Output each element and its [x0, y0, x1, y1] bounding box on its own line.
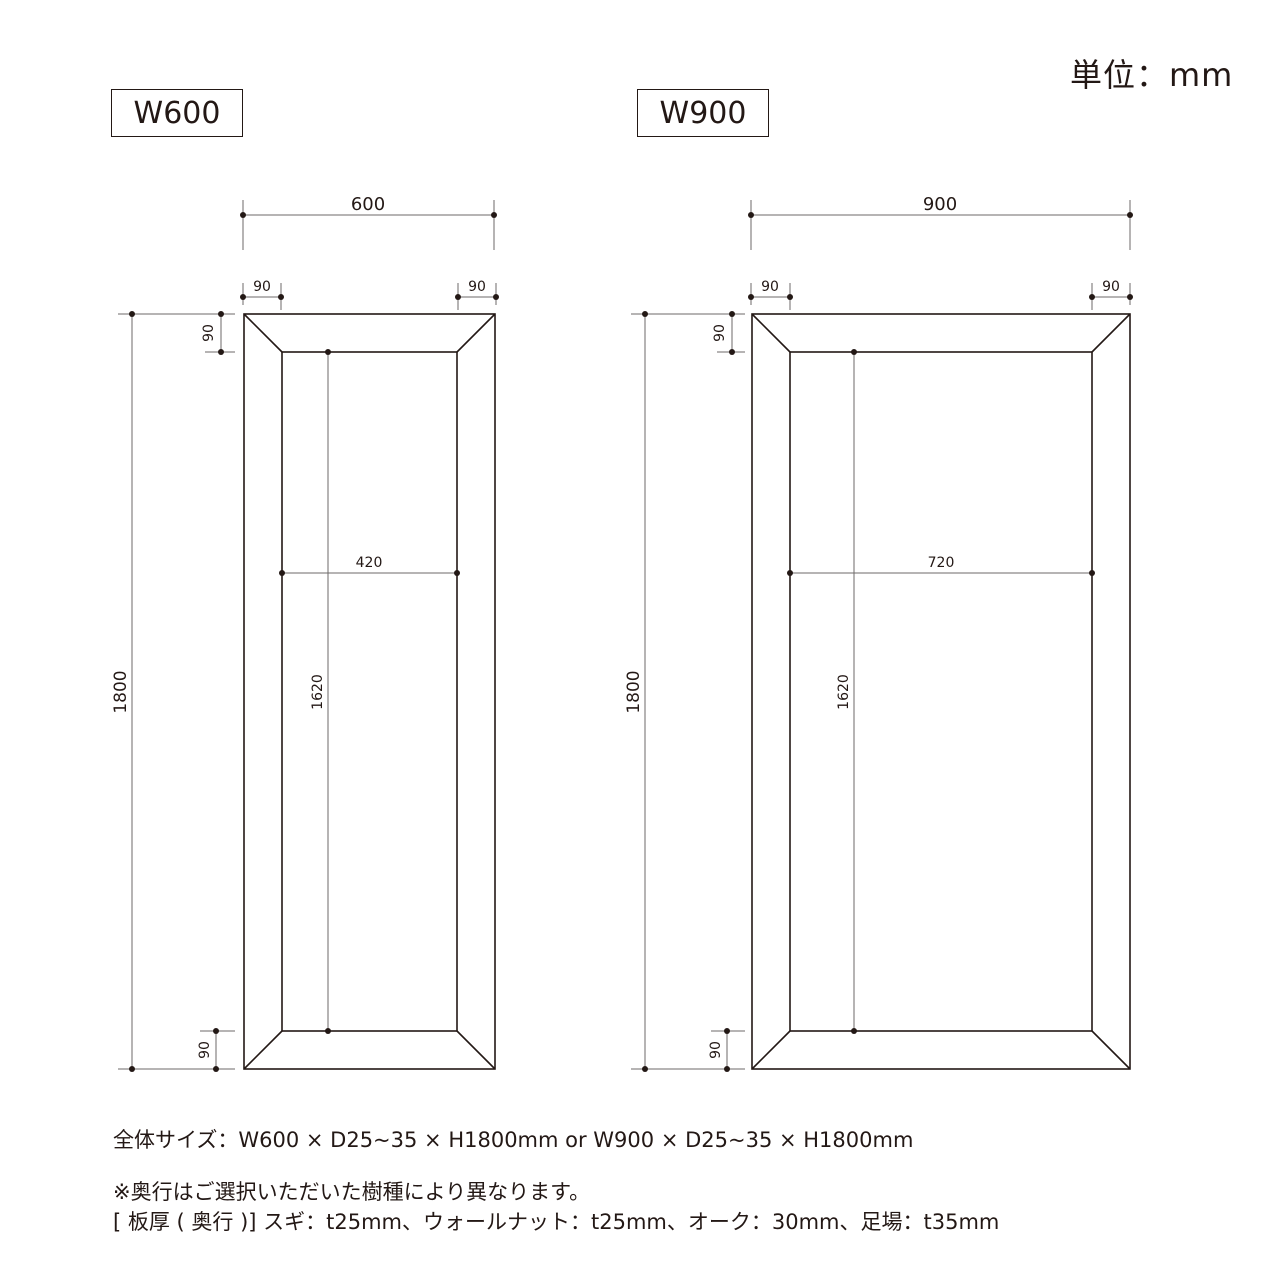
overall-size-note: 全体サイズ：W600 × D25~35 × H1800mm or W900 × … — [113, 1128, 914, 1152]
dim-inner-height-w600: 1620 — [310, 349, 331, 1034]
dim-border-bottom-w600: 90 — [197, 1028, 235, 1072]
dim-label: 1620 — [836, 674, 852, 710]
dim-label: 1800 — [111, 670, 131, 713]
frame-inner-w600 — [281, 351, 458, 1032]
dim-inner-width-w600: 420 — [279, 555, 460, 576]
dim-border-top-w900: 90 — [712, 311, 745, 355]
dim-inner-width-w900: 720 — [787, 555, 1095, 576]
dim-label: 720 — [928, 555, 955, 571]
dim-border-top-w600: 90 — [201, 311, 235, 355]
dim-label: 90 — [468, 279, 486, 295]
frame-inner-w900 — [789, 351, 1093, 1032]
dim-inner-height-w900: 1620 — [836, 349, 857, 1034]
frame-w600: 600 90 90 1800 — [111, 194, 499, 1072]
frame-outer-w600 — [243, 313, 496, 1070]
dim-overall-width-w900: 900 — [748, 194, 1133, 250]
dim-label: 600 — [351, 194, 385, 215]
dim-label: 90 — [708, 1041, 724, 1059]
dim-label: 90 — [761, 279, 779, 295]
dim-border-bottom-w900: 90 — [708, 1028, 745, 1072]
dim-border-right-w600: 90 — [455, 279, 499, 310]
dim-border-right-w900: 90 — [1089, 279, 1133, 310]
dim-label: 90 — [201, 324, 217, 342]
model-tag-w600: W600 — [111, 89, 243, 137]
dim-label: 90 — [253, 279, 271, 295]
frame-outer-w900 — [751, 313, 1131, 1070]
dim-label: 90 — [712, 324, 728, 342]
dim-label: 420 — [356, 555, 383, 571]
dim-overall-height-w900: 1800 — [624, 311, 745, 1072]
dim-label: 900 — [923, 194, 957, 215]
dim-label: 1620 — [310, 674, 326, 710]
dim-label: 1800 — [624, 670, 644, 713]
dim-border-left-w600: 90 — [240, 279, 284, 310]
dim-label: 90 — [1102, 279, 1120, 295]
dim-overall-height-w600: 1800 — [111, 311, 235, 1072]
dim-overall-width-w600: 600 — [240, 194, 497, 250]
model-tag-w900: W900 — [637, 89, 769, 137]
thickness-note: [ 板厚 ( 奥行 )] スギ：t25mm、ウォールナット：t25mm、オーク：… — [113, 1210, 1000, 1234]
dim-label: 90 — [197, 1041, 213, 1059]
depth-note: ※奥行はご選択いただいた樹種により異なります。 — [113, 1180, 591, 1204]
dim-border-left-w900: 90 — [748, 279, 793, 310]
unit-label: 単位：mm — [1070, 56, 1234, 94]
frame-w900: 900 90 90 1800 — [624, 194, 1133, 1072]
